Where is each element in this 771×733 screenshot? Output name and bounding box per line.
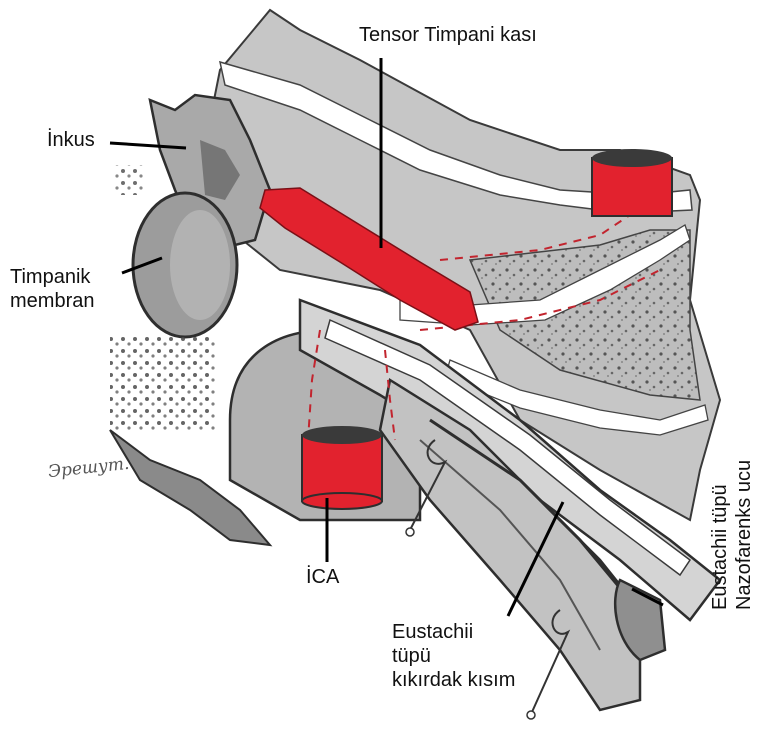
label-ica: İCA — [306, 566, 339, 588]
label-tympanic-membrane-1: Timpanik — [10, 266, 90, 288]
label-tympanic-membrane-2: membran — [10, 290, 94, 312]
label-incus: İnkus — [47, 129, 95, 151]
red-vessel-top — [592, 149, 672, 216]
label-tensor-tympani: Tensor Timpani kası — [359, 24, 537, 46]
label-eustachian-1: Eustachii — [392, 621, 473, 643]
label-eustachian-2: tüpü — [392, 645, 431, 667]
mastoid-air-cells-upper — [115, 165, 145, 195]
label-nasopharyngeal-2: Nazofarenks ucu — [732, 460, 756, 610]
label-eustachian-3: kıkırdak kısım — [392, 669, 515, 691]
label-nasopharyngeal-1: Eustachii tüpü — [708, 460, 732, 610]
ica-vessel — [302, 426, 382, 509]
mastoid-air-cells — [110, 335, 215, 430]
